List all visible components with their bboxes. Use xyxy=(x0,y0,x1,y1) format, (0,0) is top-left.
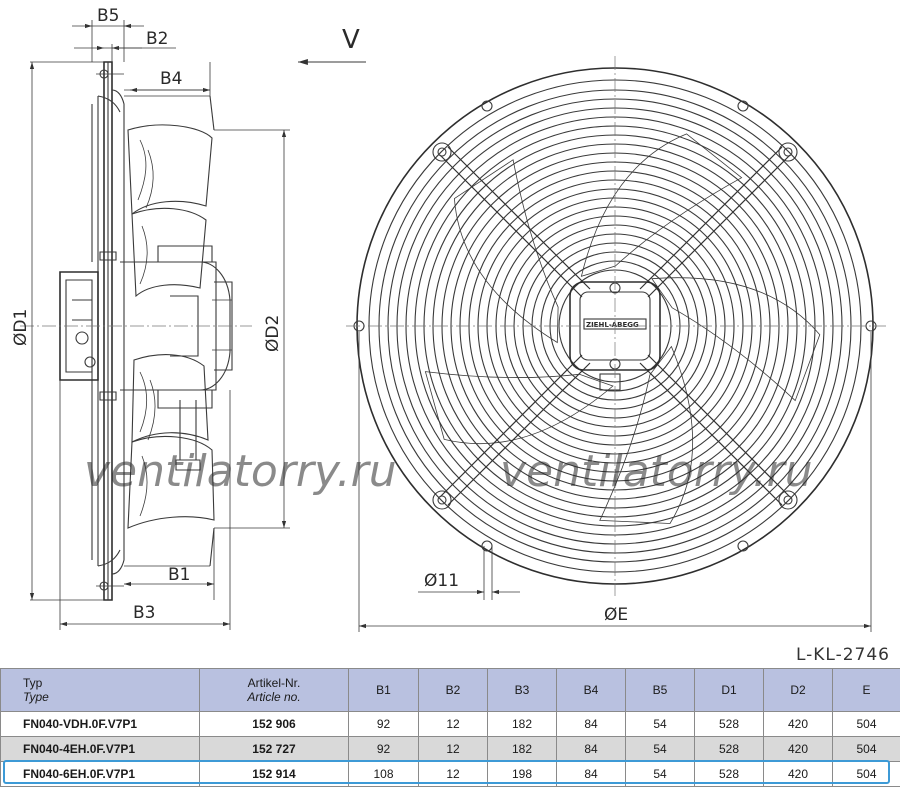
cell-typ: FN040-4EH.0F.V7P1 xyxy=(1,737,200,762)
cell-d2: 420 xyxy=(764,712,833,737)
cell-b1: 108 xyxy=(349,762,419,787)
table-row: FN040-4EH.0F.V7P1 152 727 92 12 182 84 5… xyxy=(1,737,900,762)
cell-art: 152 914 xyxy=(200,762,349,787)
cell-art: 152 727 xyxy=(200,737,349,762)
header-b4: B4 xyxy=(557,669,626,712)
watermark-right: ventilatorry.ru xyxy=(500,446,813,497)
dim-b3: B3 xyxy=(133,603,155,623)
cell-b2: 12 xyxy=(419,712,488,737)
impeller-blade xyxy=(581,134,741,276)
drawing-code: L-KL-2746 xyxy=(796,645,890,665)
cell-b2: 12 xyxy=(419,762,488,787)
dim-hole: Ø11 xyxy=(424,571,459,591)
dim-b1: B1 xyxy=(168,565,190,585)
header-e: E xyxy=(833,669,900,712)
cell-b3: 198 xyxy=(488,762,557,787)
header-d2: D2 xyxy=(764,669,833,712)
cell-e: 504 xyxy=(833,712,900,737)
cell-b3: 182 xyxy=(488,712,557,737)
cell-e: 504 xyxy=(833,737,900,762)
table-header-row: Typ Type Artikel-Nr. Article no. B1 B2 B… xyxy=(1,669,900,712)
cell-b5: 54 xyxy=(626,712,695,737)
dim-e: ØE xyxy=(604,605,628,625)
technical-drawing: B5 B2 B4 ØD1 ØD2 B1 B3 V xyxy=(0,0,900,668)
cell-typ: FN040-6EH.0F.V7P1 xyxy=(1,762,200,787)
view-arrow: V xyxy=(298,25,366,62)
cell-art: 152 906 xyxy=(200,712,349,737)
view-arrow-label: V xyxy=(342,25,360,55)
cell-b2: 12 xyxy=(419,737,488,762)
dim-b5: B5 xyxy=(97,6,119,26)
front-view: ZIEHL-ABEGG Ø11 ØE xyxy=(346,56,886,632)
cell-d1: 528 xyxy=(695,737,764,762)
spec-table: Typ Type Artikel-Nr. Article no. B1 B2 B… xyxy=(0,668,900,787)
dim-b2: B2 xyxy=(146,29,168,49)
table-row: FN040-VDH.0F.V7P1 152 906 92 12 182 84 5… xyxy=(1,712,900,737)
cell-typ: FN040-VDH.0F.V7P1 xyxy=(1,712,200,737)
cell-b4: 84 xyxy=(557,762,626,787)
cell-b1: 92 xyxy=(349,737,419,762)
header-art: Artikel-Nr. Article no. xyxy=(200,669,349,712)
dim-d2: ØD2 xyxy=(263,315,283,352)
table-row: FN040-6EH.0F.V7P1 152 914 108 12 198 84 … xyxy=(1,762,900,787)
cell-b5: 54 xyxy=(626,737,695,762)
header-b1: B1 xyxy=(349,669,419,712)
header-b3: B3 xyxy=(488,669,557,712)
side-view: B5 B2 B4 ØD1 ØD2 B1 B3 xyxy=(11,6,290,630)
cell-d2: 420 xyxy=(764,762,833,787)
impeller-blade xyxy=(425,372,613,444)
header-b2: B2 xyxy=(419,669,488,712)
hub-brand: ZIEHL-ABEGG xyxy=(586,321,639,329)
cell-d1: 528 xyxy=(695,712,764,737)
cell-b4: 84 xyxy=(557,712,626,737)
watermark-left: ventilatorry.ru xyxy=(84,446,397,497)
header-typ: Typ Type xyxy=(1,669,200,712)
cell-d2: 420 xyxy=(764,737,833,762)
cell-b5: 54 xyxy=(626,762,695,787)
cell-b3: 182 xyxy=(488,737,557,762)
cell-b4: 84 xyxy=(557,737,626,762)
dim-d1: ØD1 xyxy=(11,309,31,346)
header-b5: B5 xyxy=(626,669,695,712)
dim-b4: B4 xyxy=(160,69,182,89)
cell-b1: 92 xyxy=(349,712,419,737)
header-d1: D1 xyxy=(695,669,764,712)
cell-d1: 528 xyxy=(695,762,764,787)
cell-e: 504 xyxy=(833,762,900,787)
